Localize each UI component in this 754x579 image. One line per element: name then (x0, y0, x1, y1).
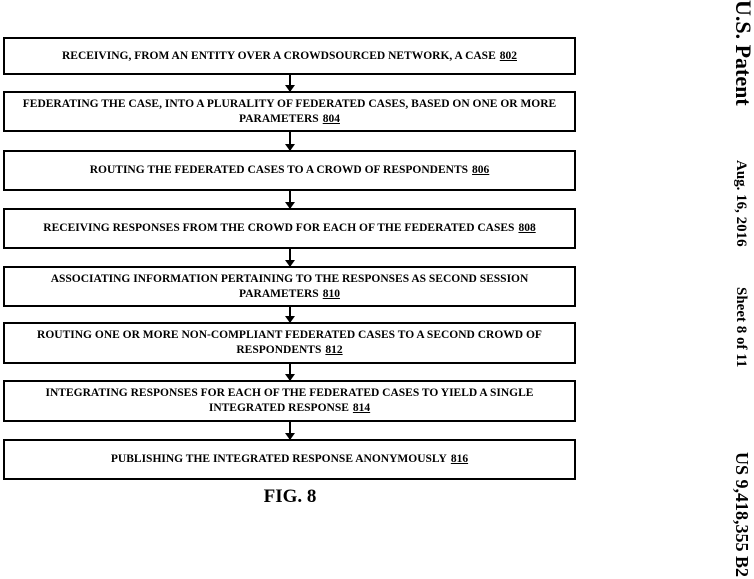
step-810: ASSOCIATING INFORMATION PERTAINING TO TH… (3, 266, 576, 307)
arrow (289, 307, 291, 322)
step-text: ROUTING THE FEDERATED CASES TO A CROWD O… (90, 164, 468, 176)
step-number: 804 (323, 113, 340, 125)
step-text: RECEIVING, FROM AN ENTITY OVER A CROWDSO… (62, 50, 496, 62)
step-number: 808 (518, 222, 535, 234)
arrow (289, 249, 291, 266)
arrow (289, 422, 291, 439)
step-text: PUBLISHING THE INTEGRATED RESPONSE ANONY… (111, 453, 447, 465)
step-814: INTEGRATING RESPONSES FOR EACH OF THE FE… (3, 380, 576, 422)
step-804: FEDERATING THE CASE, INTO A PLURALITY OF… (3, 91, 576, 132)
step-text: ASSOCIATING INFORMATION PERTAINING TO TH… (51, 273, 529, 300)
arrow (289, 191, 291, 208)
step-text: FEDERATING THE CASE, INTO A PLURALITY OF… (23, 98, 556, 125)
arrow (289, 132, 291, 150)
step-816: PUBLISHING THE INTEGRATED RESPONSE ANONY… (3, 439, 576, 480)
step-812: ROUTING ONE OR MORE NON-COMPLIANT FEDERA… (3, 322, 576, 364)
arrow (289, 364, 291, 380)
step-number: 810 (323, 288, 340, 300)
patent-date: Aug. 16, 2016 (732, 160, 749, 247)
step-number: 816 (451, 453, 468, 465)
patent-number: US 9,418,355 B2 (731, 452, 752, 577)
step-806: ROUTING THE FEDERATED CASES TO A CROWD O… (3, 150, 576, 191)
step-808: RECEIVING RESPONSES FROM THE CROWD FOR E… (3, 208, 576, 249)
step-text: INTEGRATING RESPONSES FOR EACH OF THE FE… (46, 387, 534, 414)
step-text: ROUTING ONE OR MORE NON-COMPLIANT FEDERA… (37, 329, 542, 356)
step-number: 812 (325, 344, 342, 356)
step-number: 814 (353, 402, 370, 414)
figure-label: FIG. 8 (0, 486, 580, 508)
step-802: RECEIVING, FROM AN ENTITY OVER A CROWDSO… (3, 37, 576, 75)
patent-title: U.S. Patent (730, 0, 754, 106)
step-number: 802 (500, 50, 517, 62)
patent-sheet: Sheet 8 of 11 (732, 287, 749, 367)
step-number: 806 (472, 164, 489, 176)
arrow (289, 75, 291, 91)
step-text: RECEIVING RESPONSES FROM THE CROWD FOR E… (43, 222, 514, 234)
